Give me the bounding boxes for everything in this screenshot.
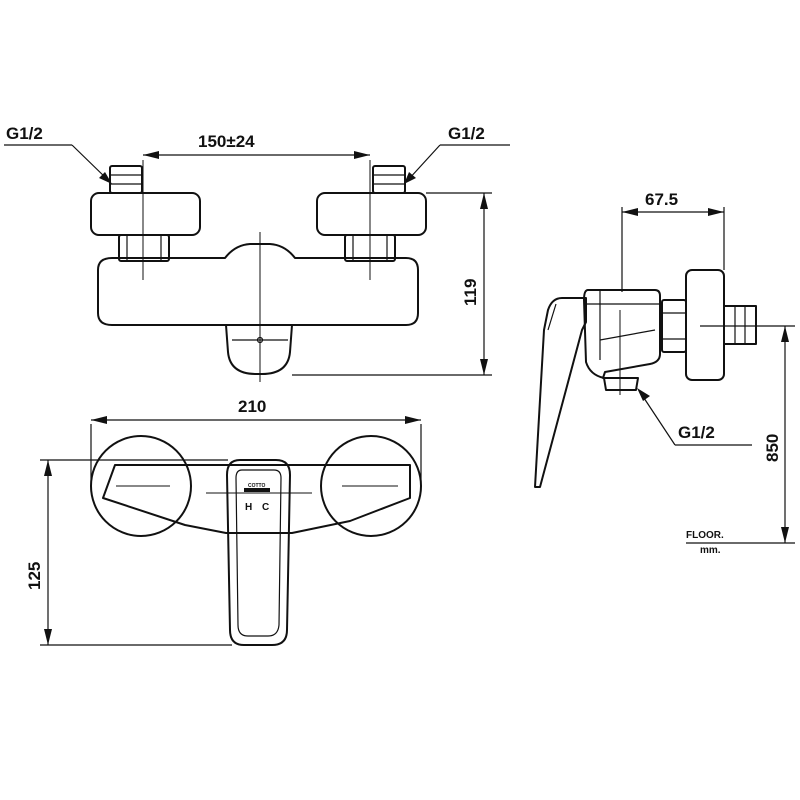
mount-height-label: 850 [763, 434, 782, 462]
side-inlet-pipe [723, 305, 757, 345]
left-thread-fitting [109, 165, 143, 194]
side-hex-nut [661, 299, 687, 353]
mixer-body [97, 243, 419, 326]
left-wall-flange [90, 192, 201, 236]
hot-indicator: H [245, 502, 252, 513]
center-distance-label: 150±24 [198, 132, 255, 151]
floor-label: FLOOR. [686, 530, 724, 541]
unit-label: mm. [700, 545, 721, 556]
top-view: G1/2 G1/2 150±24 119 [4, 124, 510, 382]
side-wall-flange [685, 269, 725, 381]
thread-size-label-right: G1/2 [448, 124, 485, 143]
overall-width-label: 210 [238, 397, 266, 416]
lever-handle[interactable] [226, 459, 291, 646]
thread-size-label-left: G1/2 [6, 124, 43, 143]
top-height-label: 119 [461, 279, 480, 306]
right-wall-flange [316, 192, 427, 236]
outlet-thread-label: G1/2 [678, 423, 715, 442]
side-body [583, 289, 661, 391]
front-height-label: 125 [25, 562, 44, 590]
front-view: COTTO H C 210 125 [25, 397, 422, 646]
brand-logo-plate [244, 488, 270, 492]
brand-logo-text: COTTO [248, 483, 266, 489]
outlet-spout [225, 324, 293, 375]
side-lever-handle[interactable] [534, 297, 587, 488]
side-view: 67.5 G1/2 850 FLOOR. mm. [534, 190, 795, 556]
right-thread-fitting [372, 165, 406, 194]
depth-label: 67.5 [645, 190, 678, 209]
left-hex-nut [118, 234, 170, 262]
front-body [102, 464, 411, 534]
cold-indicator: C [262, 502, 269, 513]
